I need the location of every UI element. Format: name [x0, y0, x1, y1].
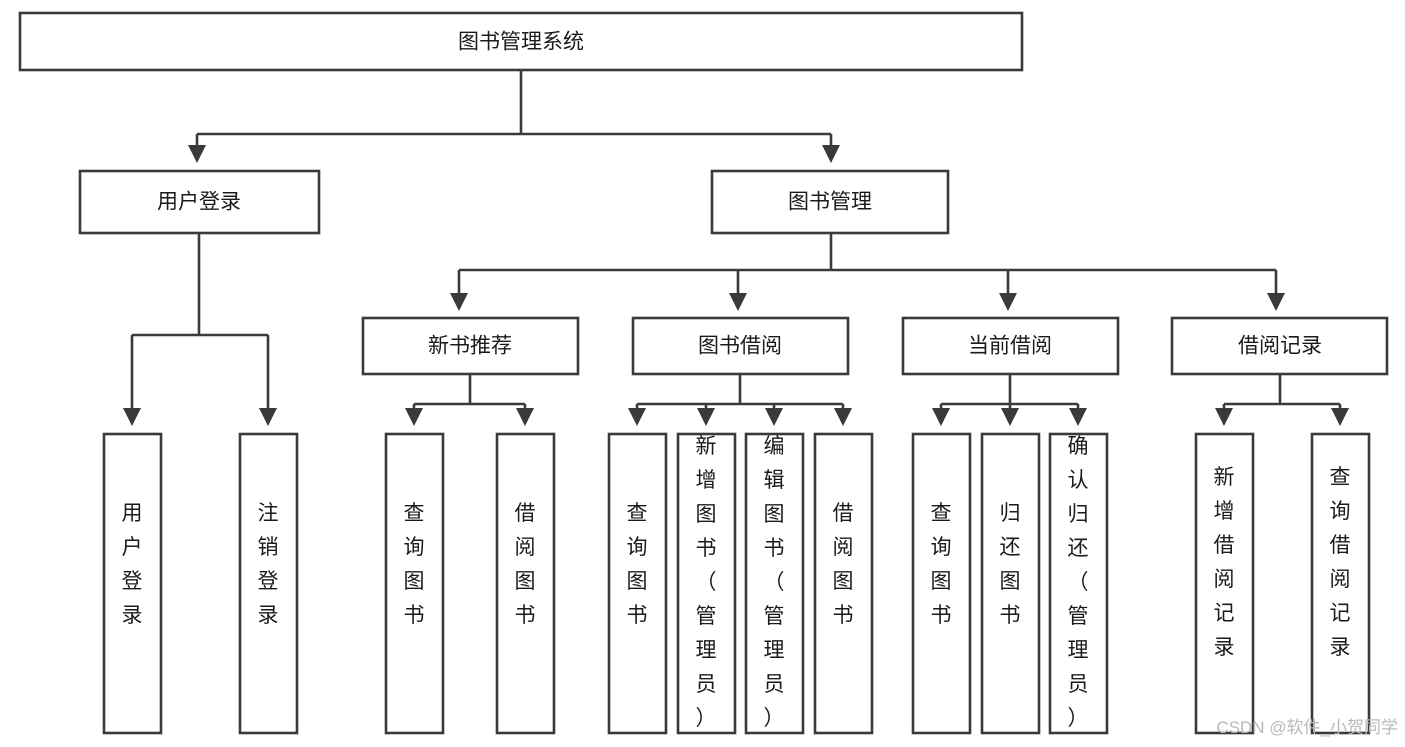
node-leaf-query-book-1[interactable]: 查询图书 — [384, 432, 445, 735]
node-user-login[interactable]: 用户登录 — [78, 169, 321, 235]
node-leaf-query-book-1-label: 查询图书 — [404, 502, 425, 627]
node-borrow-record[interactable]: 借阅记录 — [1170, 316, 1389, 376]
node-leaf-confirm-return-label: 确认归还（管理员） — [1068, 435, 1089, 730]
node-leaf-borrow-book-2-label: 借阅图书 — [833, 502, 854, 627]
node-current-borrow[interactable]: 当前借阅 — [901, 316, 1120, 376]
node-leaf-user-login[interactable]: 用户登录 — [102, 432, 163, 735]
node-borrow-record-label: 借阅记录 — [1238, 335, 1322, 358]
node-root-label: 图书管理系统 — [458, 31, 584, 54]
node-leaf-add-book-label: 新增图书（管理员） — [696, 435, 717, 730]
node-leaf-query-book-2[interactable]: 查询图书 — [607, 432, 668, 735]
node-book-manage-label: 图书管理 — [788, 191, 872, 214]
node-leaf-confirm-return[interactable]: 确认归还（管理员） — [1048, 432, 1109, 735]
node-leaf-borrow-book-1[interactable]: 借阅图书 — [495, 432, 556, 735]
node-leaf-user-logout-label: 注销登录 — [258, 502, 279, 627]
node-leaf-query-record-label: 查询借阅记录 — [1330, 466, 1351, 659]
node-leaf-add-record[interactable]: 新增借阅记录 — [1194, 432, 1255, 735]
connector-layer — [122, 70, 1350, 427]
node-book-manage[interactable]: 图书管理 — [710, 169, 950, 235]
node-root[interactable]: 图书管理系统 — [18, 11, 1024, 72]
node-leaf-user-login-label: 用户登录 — [122, 502, 143, 627]
node-leaf-query-book-3-label: 查询图书 — [931, 502, 952, 627]
csdn-watermark: CSDN @软件_小贺同学 — [1216, 718, 1398, 737]
node-leaf-borrow-book-2[interactable]: 借阅图书 — [813, 432, 874, 735]
node-leaf-user-logout[interactable]: 注销登录 — [238, 432, 299, 735]
node-current-borrow-label: 当前借阅 — [968, 335, 1052, 358]
node-leaf-return-book[interactable]: 归还图书 — [980, 432, 1041, 735]
node-new-book-recommend[interactable]: 新书推荐 — [361, 316, 580, 376]
node-new-book-recommend-label: 新书推荐 — [428, 335, 512, 358]
node-user-login-label: 用户登录 — [157, 191, 241, 214]
node-leaf-return-book-label: 归还图书 — [1000, 502, 1021, 627]
node-leaf-edit-book[interactable]: 编辑图书（管理员） — [744, 432, 805, 735]
node-leaf-add-book[interactable]: 新增图书（管理员） — [676, 432, 737, 735]
node-leaf-query-record[interactable]: 查询借阅记录 — [1310, 432, 1371, 735]
node-book-borrow[interactable]: 图书借阅 — [631, 316, 850, 376]
node-leaf-add-record-label: 新增借阅记录 — [1214, 466, 1235, 659]
node-book-borrow-label: 图书借阅 — [698, 335, 782, 358]
node-leaf-borrow-book-1-label: 借阅图书 — [515, 502, 536, 627]
node-leaf-edit-book-label: 编辑图书（管理员） — [764, 435, 785, 730]
node-leaf-query-book-3[interactable]: 查询图书 — [911, 432, 972, 735]
node-leaf-query-book-2-label: 查询图书 — [627, 502, 648, 627]
